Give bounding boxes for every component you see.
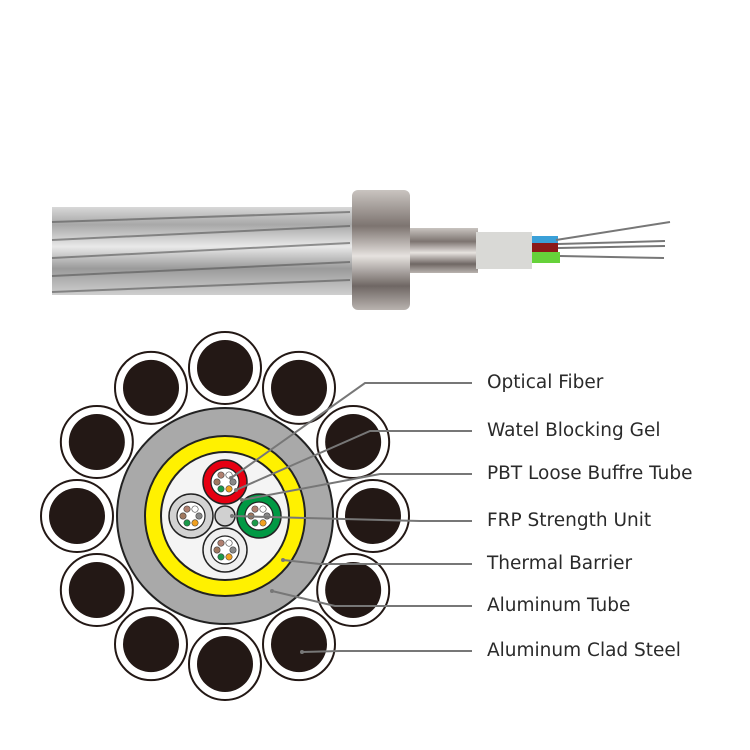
leader-line <box>301 650 472 653</box>
label-aluminum-clad-steel: Aluminum Clad Steel <box>487 640 681 661</box>
steel-strand-core <box>197 340 253 396</box>
optical-fiber <box>191 505 199 513</box>
steel-strand-core <box>49 488 105 544</box>
steel-strand-core <box>325 562 382 618</box>
steel-strand-core <box>68 562 125 618</box>
label-pbt-loose-buffer-tube: PBT Loose Buffre Tube <box>487 463 693 484</box>
steel-strand-core <box>271 359 327 416</box>
optical-fiber <box>225 539 233 547</box>
label-thermal-barrier: Thermal Barrier <box>487 553 633 574</box>
optical-fiber <box>217 485 225 493</box>
collar <box>352 190 410 310</box>
steel-strand-core <box>68 414 125 470</box>
optical-fiber <box>251 505 259 513</box>
buffer-tubes <box>532 252 560 263</box>
label-aluminum-tube: Aluminum Tube <box>487 595 631 616</box>
steel-strand-core <box>123 359 179 416</box>
cable-photo <box>51 190 671 310</box>
fibers <box>555 221 671 259</box>
leader-line <box>271 590 472 607</box>
optical-fiber <box>213 478 221 486</box>
steel-strand-core <box>325 414 382 470</box>
optical-fiber <box>183 505 191 513</box>
optical-fiber <box>259 505 267 513</box>
label-frp-strength-unit: FRP Strength Unit <box>487 510 652 531</box>
aluminum-tube-segment <box>410 228 478 273</box>
optical-fiber <box>229 478 237 486</box>
optical-fiber <box>259 519 267 527</box>
optical-fiber <box>229 546 237 554</box>
optical-fiber <box>195 512 203 520</box>
optical-fiber <box>225 553 233 561</box>
optical-fiber <box>213 546 221 554</box>
optical-fiber <box>179 512 187 520</box>
leader-line <box>282 559 472 565</box>
leader-line <box>231 515 472 522</box>
thermal-barrier-segment <box>476 232 532 269</box>
label-optical-fiber: Optical Fiber <box>487 372 604 393</box>
label-water-blocking-gel: Watel Blocking Gel <box>487 420 661 441</box>
strand-helix-lines <box>51 211 351 293</box>
optical-fiber <box>217 553 225 561</box>
steel-strand-core <box>271 616 327 673</box>
steel-strand-core <box>345 488 401 544</box>
optical-fiber <box>251 519 259 527</box>
leader-line <box>235 430 472 491</box>
optical-fiber <box>225 485 233 493</box>
leader-line <box>230 382 472 479</box>
optical-fiber <box>217 471 225 479</box>
steel-strand-core <box>123 616 179 673</box>
optical-fiber <box>217 539 225 547</box>
leader-lines <box>229 382 472 654</box>
leader-line <box>241 473 472 501</box>
steel-strand-core <box>197 636 253 692</box>
optical-fiber <box>183 519 191 527</box>
cross-section <box>40 331 410 701</box>
optical-fiber <box>191 519 199 527</box>
